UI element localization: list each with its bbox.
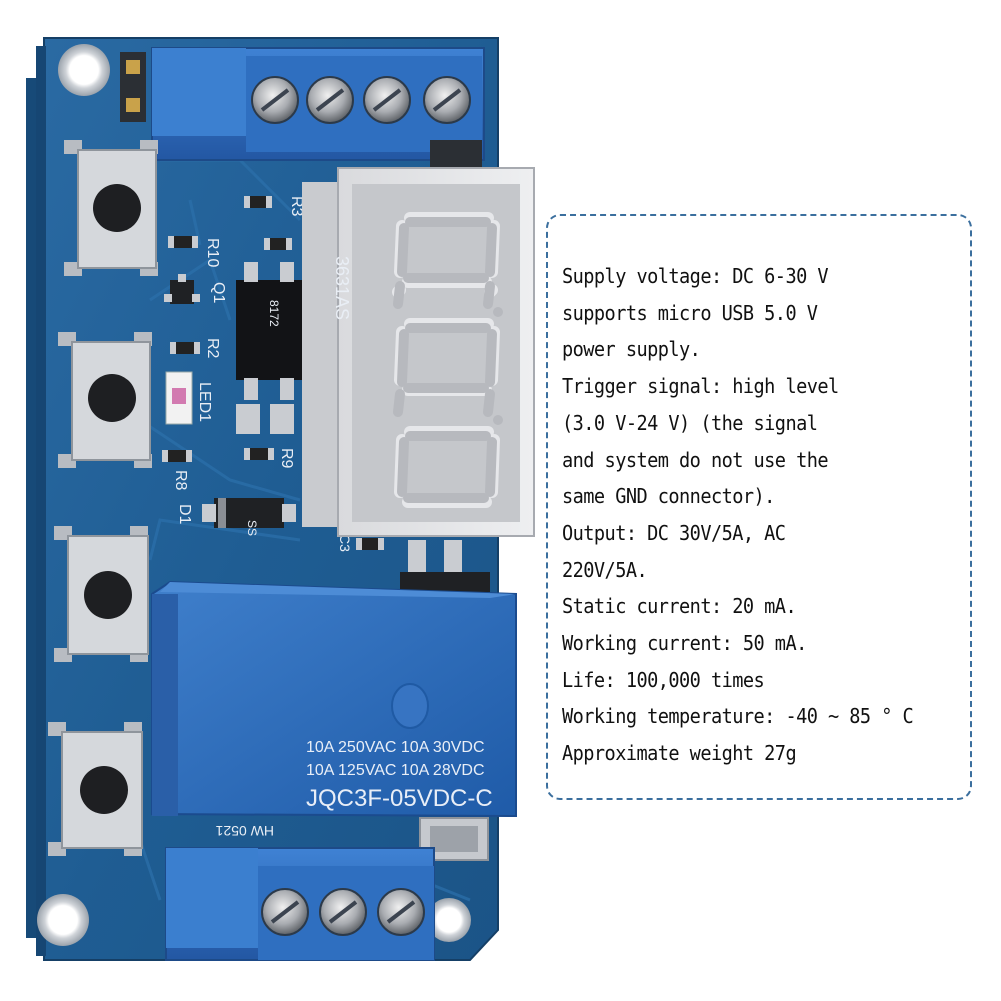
board-code: HW 0521 bbox=[215, 823, 274, 839]
spec-line: 220V/5A. bbox=[562, 557, 648, 582]
relay-model: JQC3F-05VDC-C bbox=[306, 785, 493, 812]
spec-line: Life: 100,000 times bbox=[562, 667, 765, 692]
ic-marking: 8172 bbox=[267, 300, 281, 327]
silk-r8: R8 bbox=[172, 470, 189, 491]
relay: 10A 250VAC 10A 30VDC 10A 125VAC 10A 28VD… bbox=[151, 580, 517, 818]
silkscreen-labels: R10 R3 Q1 R2 LED1 R8 D1 R9 C3 SS 8172 HW… bbox=[172, 196, 353, 839]
silk-r2: R2 bbox=[204, 338, 221, 359]
tactile-button bbox=[54, 526, 149, 662]
silk-q1: Q1 bbox=[210, 282, 227, 303]
spec-callout-box bbox=[546, 214, 972, 800]
spec-line: same GND connector). bbox=[562, 484, 775, 509]
spec-line: Approximate weight 27g bbox=[562, 741, 797, 766]
spec-line: and system do not use the bbox=[562, 447, 829, 472]
silk-d1: D1 bbox=[176, 504, 193, 525]
silk-r10: R10 bbox=[204, 238, 221, 267]
micro-usb-port bbox=[419, 817, 489, 861]
screw bbox=[319, 888, 367, 936]
tactile-button bbox=[64, 140, 158, 276]
pin-header bbox=[120, 52, 146, 122]
terminal-block-top bbox=[151, 47, 485, 168]
relay-rating-line-1: 10A 250VAC 10A 30VDC bbox=[306, 739, 485, 756]
tactile-button bbox=[48, 722, 143, 856]
spec-line: power supply. bbox=[562, 337, 701, 362]
terminal-block-bottom bbox=[165, 847, 435, 961]
relay-rating-line-2: 10A 125VAC 10A 28VDC bbox=[306, 762, 485, 779]
silk-r9: R9 bbox=[278, 448, 295, 469]
silk-led1: LED1 bbox=[196, 382, 213, 422]
spec-line: (3.0 V-24 V) (the signal bbox=[562, 410, 818, 435]
tactile-button bbox=[58, 332, 152, 468]
silk-c3: C3 bbox=[337, 534, 353, 552]
spec-line: supports micro USB 5.0 V bbox=[562, 300, 818, 325]
spec-line: Output: DC 30V/5A, AC bbox=[562, 520, 786, 545]
screw bbox=[261, 888, 309, 936]
display-marking: 3631AS bbox=[332, 256, 352, 320]
screw bbox=[363, 76, 411, 124]
silk-ss: SS bbox=[245, 520, 259, 536]
spec-line: Static current: 20 mA. bbox=[562, 594, 797, 619]
spec-line: Working temperature: -40 ~ 85 ° C bbox=[562, 704, 914, 729]
screw bbox=[251, 76, 299, 124]
screw bbox=[377, 888, 425, 936]
spec-line: Trigger signal: high level bbox=[562, 374, 839, 399]
screw bbox=[423, 76, 471, 124]
seven-segment-display: 3631AS bbox=[302, 167, 535, 592]
smd-components bbox=[162, 196, 384, 550]
silk-r3: R3 bbox=[288, 196, 305, 217]
spec-list: Supply voltage: DC 6-30 V supports micro… bbox=[562, 258, 939, 772]
spec-line: Supply voltage: DC 6-30 V bbox=[562, 264, 829, 288]
screw bbox=[306, 76, 354, 124]
spec-line: Working current: 50 mA. bbox=[562, 631, 807, 656]
